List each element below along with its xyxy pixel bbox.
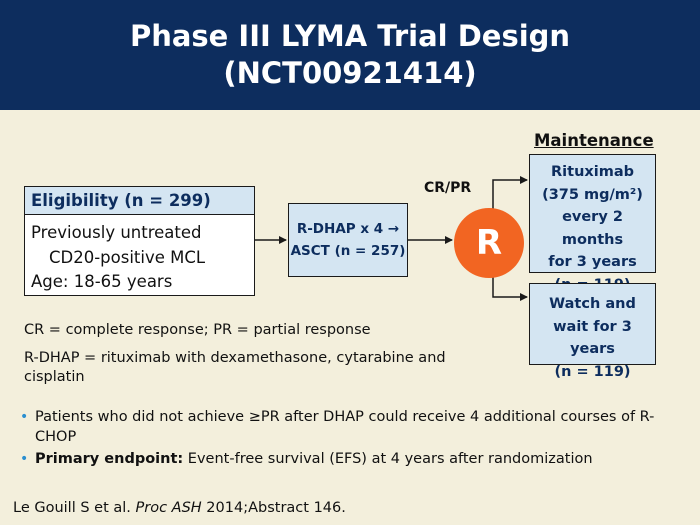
watch-line-3: (n = 119) bbox=[554, 363, 631, 380]
bullet-dot-icon: • bbox=[20, 409, 29, 425]
eligibility-title: Eligibility (n = 299) bbox=[25, 187, 254, 215]
primary-endpoint-text: Event-free survival (EFS) at 4 years aft… bbox=[183, 451, 593, 467]
rituximab-arm-box: Rituximab (375 mg/m²) every 2 months for… bbox=[529, 154, 656, 293]
induction-line-2: ASCT (n = 257) bbox=[290, 243, 406, 259]
watch-wait-arm-text: Watch and wait for 3 years (n = 119) bbox=[530, 293, 655, 383]
randomization-circle: R bbox=[454, 208, 524, 278]
eligibility-line-1: Previously untreated bbox=[31, 223, 202, 242]
bullet-item: • Primary endpoint: Event-free survival … bbox=[20, 450, 680, 470]
eligibility-box: Eligibility (n = 299) Previously untreat… bbox=[24, 186, 255, 296]
watch-line-2: wait for 3 years bbox=[553, 318, 632, 358]
eligibility-criteria: Previously untreated CD20-positive MCL A… bbox=[31, 221, 205, 295]
arrow-to-watch-wait bbox=[492, 276, 528, 301]
title-line-2: (NCT00921414) bbox=[223, 56, 477, 90]
watch-wait-arm-box: Watch and wait for 3 years (n = 119) bbox=[529, 283, 656, 380]
bullet-list: • Patients who did not achieve ≥PR after… bbox=[20, 408, 680, 473]
citation-reference: 2014;Abstract 146. bbox=[201, 500, 346, 516]
rituximab-line-4: for 3 years bbox=[548, 254, 637, 270]
citation-authors: Le Gouill S et al. bbox=[13, 500, 136, 516]
bullet-text-1: Patients who did not achieve ≥PR after D… bbox=[35, 409, 655, 445]
primary-endpoint-label: Primary endpoint: bbox=[35, 451, 184, 467]
citation-journal: Proc ASH bbox=[135, 500, 202, 516]
citation: Le Gouill S et al. Proc ASH 2014;Abstrac… bbox=[13, 500, 346, 516]
induction-text: R-DHAP x 4 → ASCT (n = 257) bbox=[289, 218, 407, 262]
rituximab-line-3: every 2 months bbox=[561, 209, 624, 248]
watch-line-1: Watch and bbox=[549, 296, 636, 312]
induction-box: R-DHAP x 4 → ASCT (n = 257) bbox=[288, 203, 408, 277]
abbreviation-note-1: CR = complete response; PR = partial res… bbox=[24, 322, 371, 338]
eligibility-line-2: CD20-positive MCL bbox=[49, 247, 206, 267]
maintenance-label: Maintenance bbox=[534, 131, 654, 150]
crpr-label: CR/PR bbox=[424, 180, 472, 196]
slide-title: Phase III LYMA Trial Design (NCT00921414… bbox=[0, 18, 700, 92]
rituximab-arm-text: Rituximab (375 mg/m²) every 2 months for… bbox=[530, 161, 655, 296]
rituximab-line-1: Rituximab bbox=[551, 164, 634, 180]
rituximab-line-2: (375 mg/m²) bbox=[542, 186, 643, 203]
bullet-item: • Patients who did not achieve ≥PR after… bbox=[20, 408, 680, 447]
title-line-1: Phase III LYMA Trial Design bbox=[129, 19, 571, 53]
induction-line-1: R-DHAP x 4 → bbox=[296, 221, 400, 237]
title-banner: Phase III LYMA Trial Design (NCT00921414… bbox=[0, 0, 700, 110]
bullet-dot-icon: • bbox=[20, 451, 29, 467]
eligibility-line-3: Age: 18-65 years bbox=[31, 272, 173, 291]
arrow-to-rituximab bbox=[492, 176, 528, 210]
abbreviation-note-2: R-DHAP = rituximab with dexamethasone, c… bbox=[24, 350, 446, 385]
